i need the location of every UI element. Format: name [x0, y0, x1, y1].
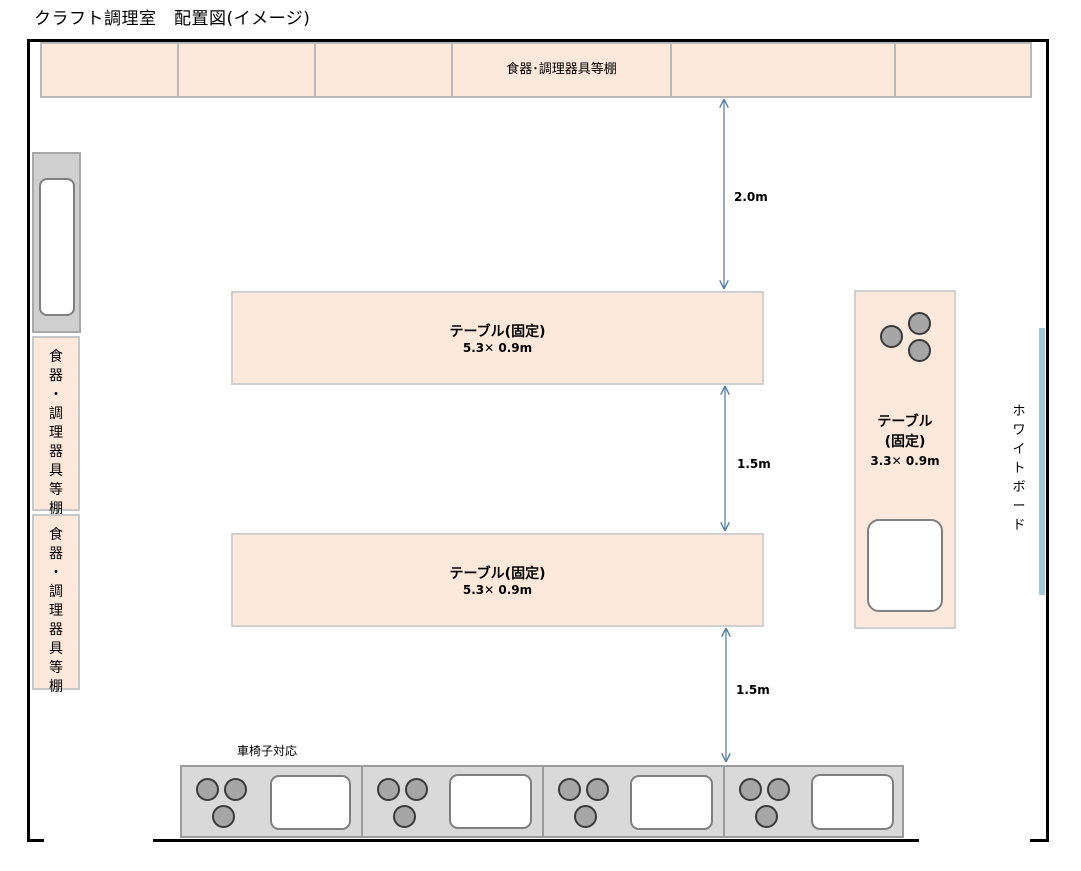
stove-unit-3 — [542, 765, 725, 838]
stove-4-burner-3 — [755, 805, 778, 828]
stove-3-sink — [630, 775, 713, 830]
stove-3-burner-3 — [574, 805, 597, 828]
top-shelf-5 — [670, 42, 896, 98]
left-shelf-lower-label: 食器・調理器具等棚 — [49, 527, 63, 695]
table-upper-size: 5.3✕ 0.9m — [462, 341, 533, 355]
table-lower-size: 5.3✕ 0.9m — [462, 583, 533, 597]
left-shelf-upper-label: 食器・調理器具等棚 — [49, 349, 63, 517]
wheelchair-label: 車椅子対応 — [237, 744, 298, 758]
stove-4-sink — [811, 774, 894, 830]
stove-1-burner-3 — [212, 805, 235, 828]
dimension-label-top: 2.0m — [734, 190, 768, 204]
table-right-burner-1 — [880, 325, 903, 348]
top-shelf-4: 食器･調理器具等棚 — [451, 42, 672, 98]
wall-bottom-middle — [153, 839, 919, 842]
page-title: クラフト調理室 配置図(イメージ) — [34, 9, 311, 29]
stove-4-burner-2 — [767, 778, 790, 801]
top-shelf-label: 食器･調理器具等棚 — [506, 62, 617, 77]
table-upper-name: テーブル(固定) — [449, 324, 546, 340]
table-right-label: テーブル (固定) 3.3✕ 0.9m — [856, 412, 954, 470]
table-right-name-line2: (固定) — [884, 434, 926, 450]
stove-3-burner-1 — [558, 778, 581, 801]
dimension-label-middle: 1.5m — [737, 457, 771, 471]
stove-unit-2 — [361, 765, 544, 838]
left-sink-unit — [32, 152, 81, 333]
table-right-burner-3 — [908, 339, 931, 362]
stove-2-burner-2 — [405, 778, 428, 801]
top-shelf-3 — [314, 42, 453, 98]
stove-3-burner-2 — [586, 778, 609, 801]
stove-1-sink — [270, 775, 351, 830]
wall-bottom-right — [1030, 839, 1049, 842]
wall-bottom-left — [27, 839, 44, 842]
stove-unit-1 — [180, 765, 363, 838]
top-shelf-2 — [177, 42, 316, 98]
dimension-label-bottom: 1.5m — [736, 683, 770, 697]
top-shelf-1 — [40, 42, 179, 98]
table-right-name-line1: テーブル — [877, 414, 933, 430]
table-right-size: 3.3✕ 0.9m — [870, 454, 940, 468]
wall-right — [1046, 39, 1049, 842]
stove-4-burner-1 — [739, 778, 762, 801]
table-right: テーブル (固定) 3.3✕ 0.9m — [854, 290, 956, 629]
left-shelf-upper: 食器・調理器具等棚 — [32, 336, 80, 517]
stove-2-burner-3 — [393, 805, 416, 828]
stove-1-burner-1 — [196, 778, 219, 801]
table-lower-name: テーブル(固定) — [449, 566, 546, 582]
table-right-sink — [867, 519, 943, 612]
stove-unit-4 — [723, 765, 904, 838]
stove-2-burner-1 — [377, 778, 400, 801]
stove-2-sink — [449, 774, 532, 829]
table-right-burner-2 — [908, 312, 931, 335]
table-upper: テーブル(固定) 5.3✕ 0.9m — [231, 291, 764, 385]
left-sink-basin — [39, 178, 75, 316]
left-shelf-lower: 食器・調理器具等棚 — [32, 514, 80, 695]
table-lower: テーブル(固定) 5.3✕ 0.9m — [231, 533, 764, 627]
whiteboard — [1039, 328, 1045, 595]
whiteboard-label: ホワイトボード — [1012, 404, 1026, 533]
stove-1-burner-2 — [224, 778, 247, 801]
wall-left — [27, 39, 30, 842]
wall-top — [28, 39, 1049, 42]
top-shelf-6 — [894, 42, 1032, 98]
